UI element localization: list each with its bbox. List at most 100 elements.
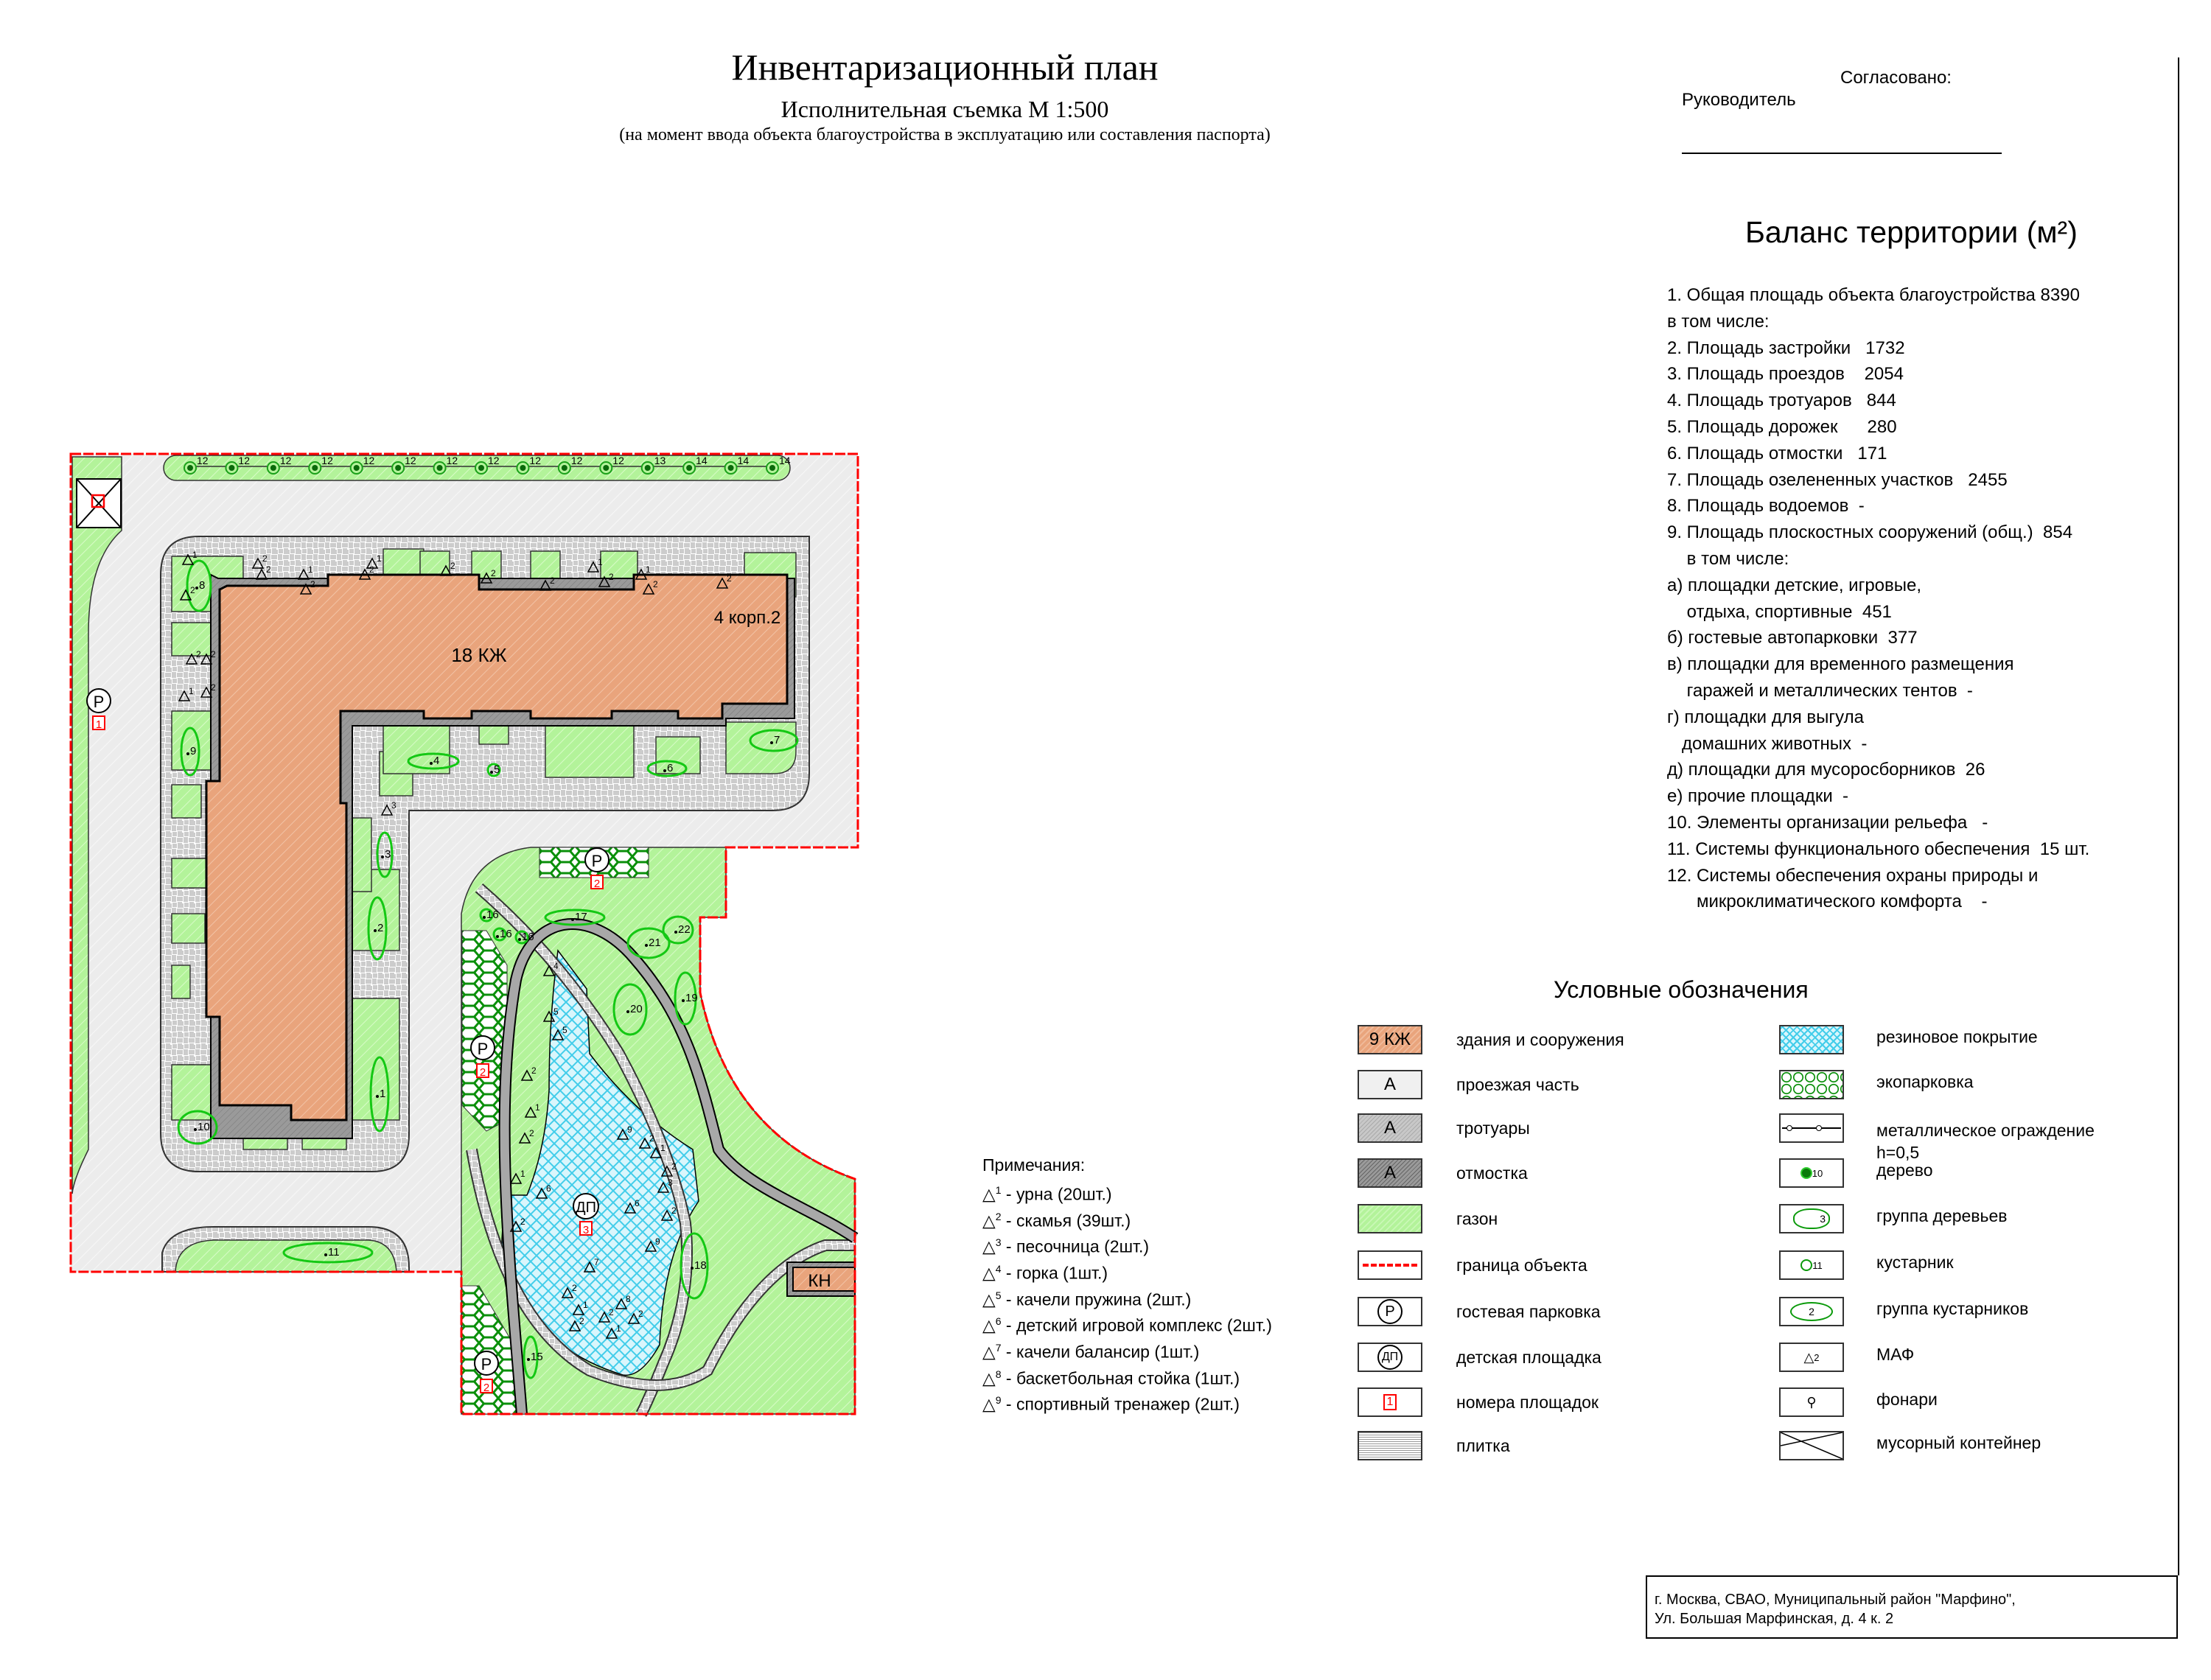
plant-group-icon: 20 [612, 983, 648, 1036]
maf-number: 5 [562, 1025, 567, 1035]
maf-icon: 2 [200, 649, 216, 665]
tree-icon: 13 [640, 455, 666, 475]
svg-text:3: 3 [583, 1224, 589, 1236]
maf-triangle-icon: △ [982, 1289, 996, 1309]
plant-group-number: 20 [630, 1003, 643, 1015]
balance-item: е) прочие площадки - [1667, 786, 1849, 807]
trash-container-icon [1779, 1431, 1844, 1460]
maf-number: 1 [520, 1169, 525, 1179]
svg-text:Р: Р [592, 852, 603, 870]
maf-number: 1 [646, 564, 651, 575]
tree-icon: 12 [308, 455, 333, 475]
maf-icon: 2 [520, 1065, 537, 1081]
maf-icon: 1 [649, 1143, 666, 1158]
maf-triangle-icon: △ [982, 1211, 996, 1231]
note-item: △1 - урна (20шт.) [982, 1179, 1272, 1205]
maf-triangle-icon: △ [982, 1394, 996, 1414]
note-number: 9 [995, 1394, 1002, 1407]
maf-triangle-icon: △ [982, 1184, 996, 1204]
svg-text:Р: Р [94, 693, 105, 711]
maf-number: 2 [609, 1307, 614, 1317]
maf-icon: 2 [480, 568, 496, 584]
park-road [498, 918, 859, 1415]
maf-number: 2 [310, 579, 315, 589]
svg-text:2: 2 [480, 1066, 486, 1079]
parking-icon: Р [1358, 1297, 1422, 1326]
address-line-1: г. Москва, СВАО, Муниципальный район "Ма… [1655, 1592, 2016, 1608]
plant-group-icon: 11 [282, 1242, 374, 1264]
balance-item: в том числе: [1667, 548, 1789, 569]
maf-icon: 1 [635, 564, 651, 580]
lamp-icon: ⚲ [1779, 1387, 1844, 1417]
maf-icon: 2 [299, 579, 315, 595]
maf-number: 2 [579, 1316, 584, 1326]
balance-item: гаражей и металлических тентов - [1667, 680, 1973, 701]
maf-icon: 2 [716, 573, 732, 589]
maf-icon: 2 [660, 1161, 677, 1177]
lawn-swatch [1358, 1204, 1422, 1233]
plant-group-icon: 21 [626, 927, 671, 959]
legend-label: металлическое ограждение [1876, 1121, 2095, 1140]
legend-label: группа деревьев [1876, 1206, 2008, 1225]
maf-icon: 7 [583, 1257, 599, 1273]
guest-parking-2a: Р 2 [584, 847, 609, 890]
tree-number: 14 [779, 455, 791, 466]
maf-icon: 6 [624, 1198, 640, 1214]
notes-title: Примечания: [982, 1155, 1086, 1175]
legend-label: дерево [1876, 1161, 1933, 1180]
tree-number: 12 [612, 455, 624, 466]
tree-number: 12 [488, 455, 500, 466]
plant-group-icon: 4 [407, 752, 460, 770]
legend-label: детская площадка [1456, 1348, 1602, 1367]
signature-line [1682, 153, 2002, 154]
note-number: 6 [995, 1315, 1002, 1328]
plant-group-number: 16 [500, 928, 512, 940]
svg-text:2: 2 [594, 878, 600, 890]
guest-parking-2b: Р 2 [470, 1035, 495, 1079]
balance-list: 1. Общая площадь объекта благоустройства… [1667, 282, 2089, 915]
tree-icon: 12 [349, 455, 375, 475]
plant-group-icon: 16 [514, 930, 534, 945]
maf-icon: 2 [598, 572, 614, 587]
maf-icon: 1 [178, 686, 194, 701]
maf-icon: 1 [587, 557, 603, 573]
maf-number: 2 [727, 573, 732, 584]
note-number: 1 [995, 1184, 1002, 1196]
plant-group-number: 1 [380, 1088, 385, 1100]
address-line-2: Ул. Большая Марфинская, д. 4 к. 2 [1655, 1611, 1894, 1627]
note-number: 3 [995, 1236, 1002, 1249]
maf-number: 2 [550, 575, 555, 586]
notes: Примечания: △1 - урна (20шт.)△2 - скамья… [982, 1154, 1272, 1415]
svg-text:Р: Р [478, 1040, 489, 1058]
plant-group-number: 2 [377, 922, 383, 934]
balance-item: 5. Площадь дорожек 280 [1667, 416, 1897, 437]
plant-group-number: 4 [433, 755, 439, 767]
note-text: - горка (1шт.) [1001, 1263, 1108, 1283]
maf-icon: 2 [642, 579, 658, 595]
tree-icon: 12 [557, 455, 583, 475]
plant-group-number: 21 [649, 937, 661, 949]
boundary-line [69, 452, 859, 1415]
note-number: 4 [995, 1262, 1002, 1275]
maf-icon: 9 [616, 1124, 632, 1140]
maf-number: 2 [266, 564, 271, 575]
maf-number: 2 [671, 1161, 677, 1172]
approval-heading: Согласовано: [1840, 68, 1952, 88]
balance-item: микроклиматического комфорта - [1667, 892, 1988, 912]
tree-number: 13 [654, 455, 666, 466]
maf-icon: 5 [551, 1025, 567, 1040]
plant-group-number: 16 [486, 909, 499, 921]
note-item: △4 - горка (1шт.) [982, 1258, 1272, 1284]
note-item: △3 - песочница (2шт.) [982, 1231, 1272, 1258]
tree-icon: 12 [475, 455, 500, 475]
maf-icon: 1 [509, 1169, 525, 1184]
tree-number: 12 [405, 455, 416, 466]
tree-icon: 14 [724, 455, 749, 475]
note-number: 8 [995, 1368, 1002, 1380]
playground-icon: ДП [1358, 1343, 1422, 1372]
tile-swatch [1358, 1431, 1422, 1460]
plant-group-number: 17 [575, 911, 587, 923]
tree-icon: 14 [766, 455, 791, 475]
maf-number: 7 [594, 1257, 599, 1267]
